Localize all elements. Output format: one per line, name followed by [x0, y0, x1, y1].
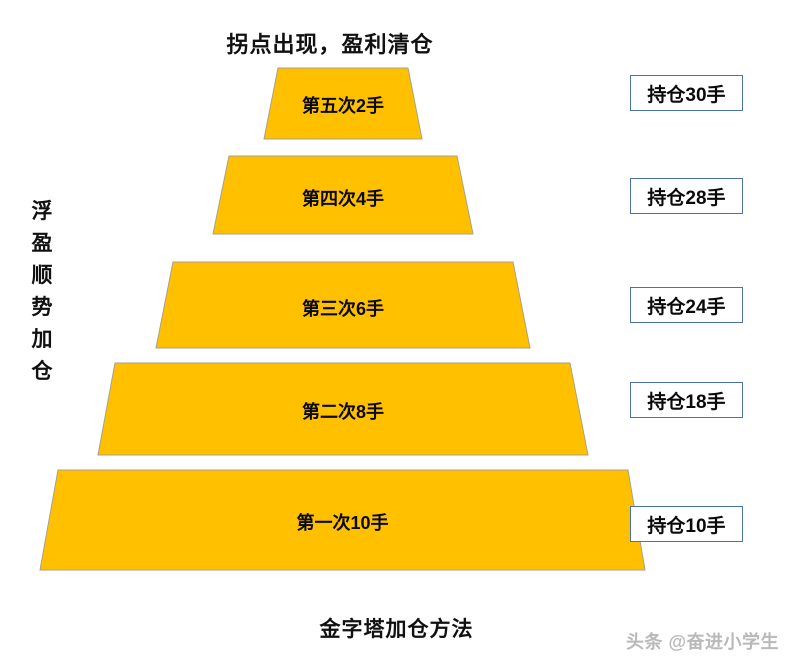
- pyramid-level-1-label: 第一次10手: [296, 513, 389, 533]
- pyramid-level-2-label: 第二次8手: [301, 402, 384, 422]
- side-label-char: 浮: [31, 200, 53, 223]
- page-title: 拐点出现，盈利清仓: [226, 32, 434, 57]
- holding-box-level-4: 持仓28手: [630, 178, 743, 214]
- pyramid-level-3-label: 第三次6手: [301, 299, 384, 319]
- pyramid-level-4-label: 第四次4手: [301, 189, 384, 209]
- pyramid-level-4-shape: [212, 155, 474, 235]
- pyramid-level-1-shape: [39, 469, 646, 571]
- side-label-char: 盈: [31, 232, 53, 255]
- side-label-char: 势: [31, 296, 53, 319]
- side-label-vertical: 浮 盈 顺 势 加 仓: [26, 196, 58, 388]
- side-label-char: 顺: [31, 264, 53, 287]
- pyramid-level-3-shape: [155, 261, 531, 349]
- diagram-caption: 金字塔加仓方法: [319, 618, 474, 641]
- pyramid-level-5-label: 第五次2手: [301, 96, 384, 116]
- side-label-char: 加: [31, 328, 53, 351]
- holding-box-level-2: 持仓18手: [630, 382, 743, 418]
- side-label-char: 仓: [31, 360, 53, 383]
- holding-box-level-3: 持仓24手: [630, 287, 743, 323]
- pyramid-level-2-shape: [97, 362, 589, 456]
- holding-box-level-5: 持仓30手: [630, 75, 743, 111]
- pyramid-level-5-shape: [263, 67, 423, 140]
- holding-box-level-1: 持仓10手: [630, 506, 743, 542]
- watermark-text: 头条 @奋进小学生: [625, 632, 779, 652]
